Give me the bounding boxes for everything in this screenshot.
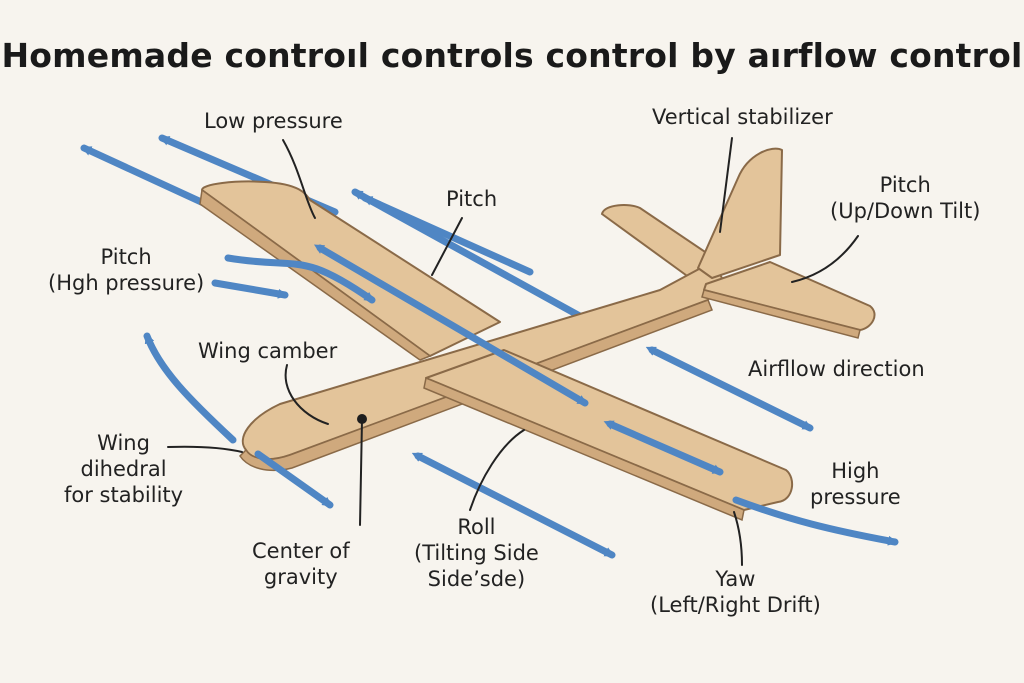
label-pitch-right: Pitch (Up/Down Tilt) <box>830 172 980 224</box>
airflow-arrow <box>732 496 899 546</box>
horizontal-stabilizer-right <box>701 261 876 339</box>
label-roll-line1: Roll <box>457 515 496 539</box>
leader-vertical-stabilizer <box>719 137 733 233</box>
airflow-arrow <box>254 450 334 509</box>
right-wing <box>423 349 794 522</box>
label-low-pressure: Low pressure <box>204 109 343 133</box>
label-center-of-gravity-line1: Center of <box>252 539 350 563</box>
label-yaw-line2: (Left/Right Drift) <box>650 593 821 617</box>
label-wing-dihedral-line3: for stability <box>64 483 184 507</box>
leader-center-gravity <box>359 419 363 526</box>
label-high-pressure: High pressure <box>810 458 901 510</box>
label-pitch-right-line2: (Up/Down Tilt) <box>830 199 981 223</box>
label-wing-camber: Wing camber <box>198 339 338 363</box>
label-yaw: Yaw (Left/Right Drift) <box>650 566 821 618</box>
label-wing-dihedral: Wing dihedral for stability <box>64 430 183 508</box>
airflow-arrow <box>143 332 237 444</box>
leader-pitch-right <box>791 235 859 283</box>
leader-wing-dihedral <box>167 445 243 453</box>
airflow-arrow <box>411 452 616 559</box>
airflow-arrow <box>224 254 376 304</box>
leader-lines <box>167 137 859 566</box>
label-roll-line3: Side’sde) <box>427 567 526 591</box>
vertical-stabilizer <box>697 147 783 279</box>
label-yaw-line1: Yaw <box>715 567 756 591</box>
leader-yaw <box>733 511 743 566</box>
airflow-arrows-front <box>224 244 899 559</box>
label-pitch-center: Pitch <box>446 187 498 211</box>
label-center-of-gravity: Center of gravity <box>252 538 350 590</box>
center-of-gravity-dot <box>357 414 367 424</box>
label-pitch-right-line1: Pitch <box>879 173 931 197</box>
label-wing-dihedral-line1: Wing <box>97 431 150 455</box>
leader-roll <box>469 429 525 511</box>
label-roll: Roll (Tilting Side Side’sde) <box>414 514 539 592</box>
label-pitch-left: Pitch (Hgh pressure) <box>48 244 204 296</box>
label-pitch-left-line2: (Hgh pressure) <box>48 271 205 295</box>
airflow-arrow <box>313 244 589 407</box>
label-airflow-direction: Airfllow direction <box>748 357 925 381</box>
label-vertical-stabilizer: Vertical stabilizer <box>652 105 833 129</box>
label-wing-dihedral-line2: dihedral <box>80 457 167 481</box>
label-center-of-gravity-line2: gravity <box>263 565 338 589</box>
airflow-arrow <box>211 279 289 299</box>
diagram-title: Homemade controıl controls control by aı… <box>1 36 1023 75</box>
airflow-arrow <box>645 346 814 432</box>
leader-low-pressure <box>282 139 316 219</box>
leader-wing-camber <box>284 364 329 425</box>
airflow-arrow <box>603 420 724 476</box>
label-high-pressure-line2: pressure <box>810 485 901 509</box>
label-pitch-left-line1: Pitch <box>100 245 152 269</box>
leader-pitch-center <box>431 217 463 276</box>
label-high-pressure-line1: High <box>831 459 880 483</box>
label-roll-line2: (Tilting Side <box>414 541 539 565</box>
